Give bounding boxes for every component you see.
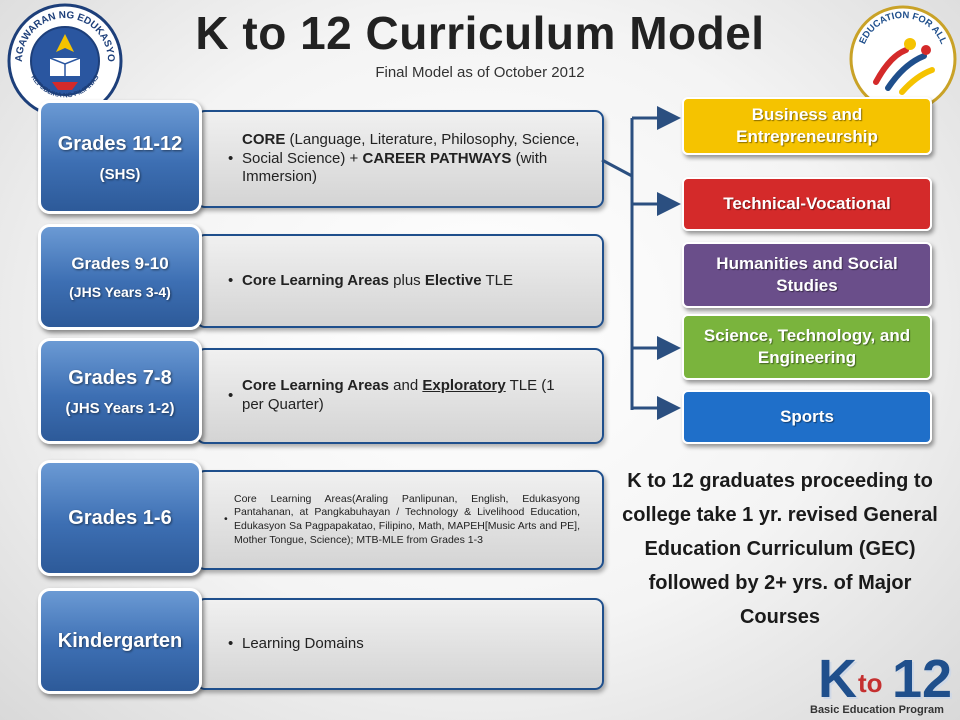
track-technical-vocational: Technical-Vocational [682, 177, 932, 231]
track-humanities-social-studies: Humanities and Social Studies [682, 242, 932, 308]
level-grades-7-8: Core Learning Areas and Exploratory TLE … [38, 338, 604, 444]
level-description-bar: Core Learning Areas and Exploratory TLE … [196, 348, 604, 444]
logo-12: 12 [892, 649, 953, 709]
level-label-grades-9-10: Grades 9-10 (JHS Years 3-4) [38, 224, 202, 330]
logo-k: K [818, 649, 857, 709]
page-subtitle: Final Model as of October 2012 [375, 64, 585, 81]
level-description: Core Learning Areas plus Elective TLE [228, 236, 580, 326]
logo-caption: Basic Education Program [810, 704, 944, 716]
level-description-bar: Core Learning Areas(Araling Panlipunan, … [196, 470, 604, 570]
track-science-technology-engineering: Science, Technology, and Engineering [682, 314, 932, 380]
level-label-grades-1-6: Grades 1-6 [38, 460, 202, 576]
level-label-grades-7-8: Grades 7-8 (JHS Years 1-2) [38, 338, 202, 444]
track-sports: Sports [682, 390, 932, 444]
track-connector-arrows [601, 106, 681, 420]
level-description-bar: Core Learning Areas plus Elective TLE [196, 234, 604, 328]
level-kindergarten: Learning Domains Kindergarten [38, 588, 604, 694]
level-label-kindergarten: Kindergarten [38, 588, 202, 694]
level-description: Core Learning Areas and Exploratory TLE … [228, 350, 580, 442]
level-description-bar: Learning Domains [196, 598, 604, 690]
logo-to: to [858, 668, 883, 698]
education-for-all-logo-icon: EDUCATION FOR ALL [849, 5, 957, 113]
deped-seal-icon: KAGAWARAN NG EDUKASYON REPUBLIKA NG PILI… [6, 2, 123, 119]
level-grades-9-10: Core Learning Areas plus Elective TLE Gr… [38, 224, 604, 330]
level-description: Learning Domains [228, 600, 580, 688]
level-description: Core Learning Areas(Araling Panlipunan, … [224, 472, 580, 568]
level-description: CORE (Language, Literature, Philosophy, … [228, 112, 580, 206]
page-title: K to 12 Curriculum Model [195, 7, 765, 59]
level-grades-1-6: Core Learning Areas(Araling Panlipunan, … [38, 460, 604, 576]
track-business-entrepreneurship: Business and Entrepreneurship [682, 97, 932, 155]
level-label-grades-11-12: Grades 11-12 (SHS) [38, 100, 202, 214]
college-note: K to 12 graduates proceeding to college … [622, 470, 938, 628]
level-grades-11-12: CORE (Language, Literature, Philosophy, … [38, 100, 604, 214]
level-description-bar: CORE (Language, Literature, Philosophy, … [196, 110, 604, 208]
k-to-12-logo: K to 12 Basic Education Program [806, 649, 956, 718]
